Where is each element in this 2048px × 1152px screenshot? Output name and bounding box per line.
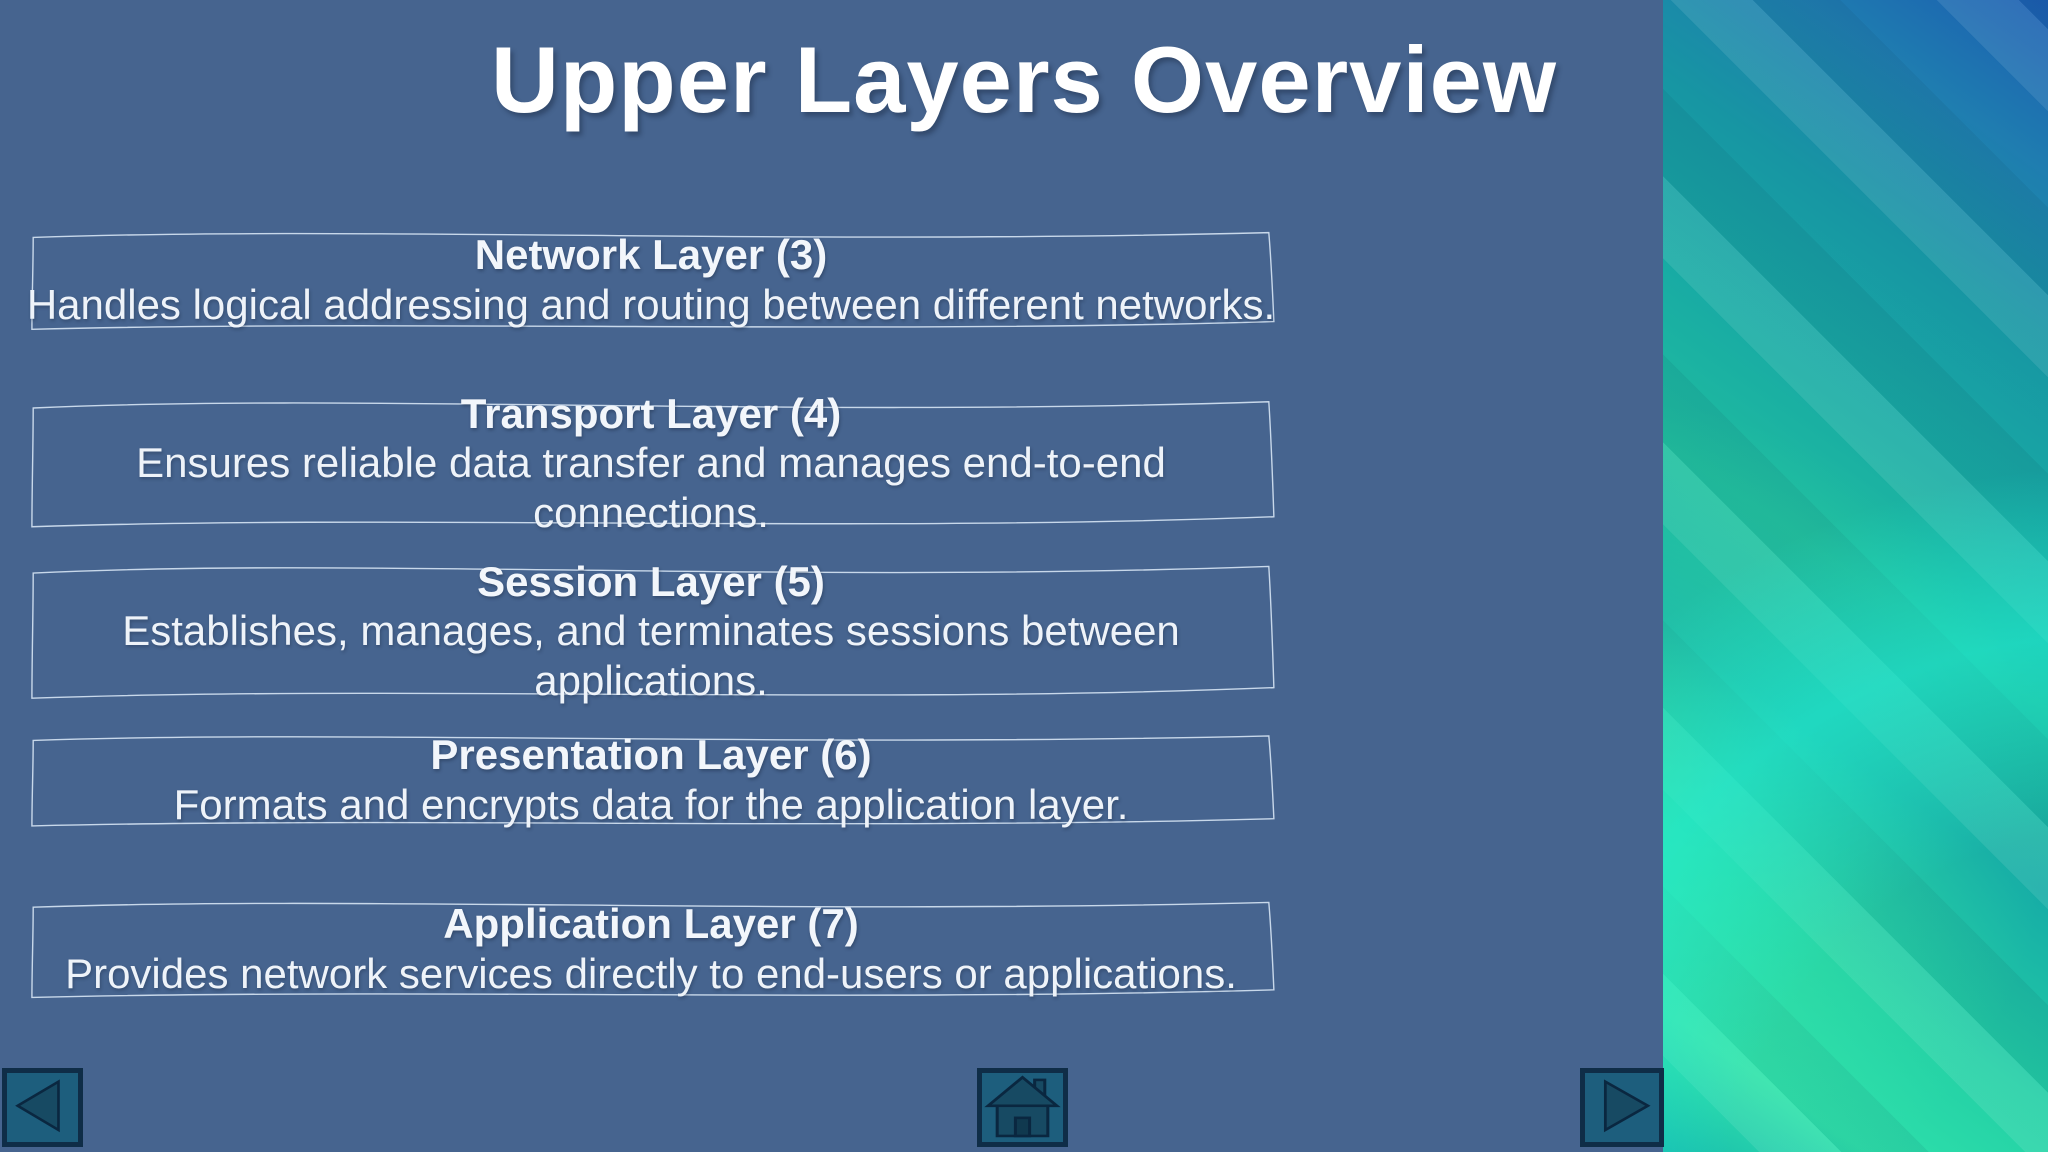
layer-description: Establishes, manages, and terminates ses…	[122, 606, 1180, 705]
layer-heading: Transport Layer (4)	[460, 389, 842, 437]
description-line: Handles logical addressing and routing b…	[26, 281, 1276, 328]
wave-border	[18, 892, 1284, 1006]
wave-border	[18, 222, 1284, 338]
layer-box: Network Layer (3) Handles logical addres…	[18, 222, 1284, 338]
wave-border	[18, 726, 1284, 834]
wave-border	[18, 552, 1284, 710]
layer-heading: Presentation Layer (6)	[430, 731, 872, 779]
previous-slide-button[interactable]	[2, 1068, 83, 1147]
layer-description: Provides network services directly to en…	[65, 949, 1237, 999]
description-line: applications.	[534, 656, 768, 704]
layer-box: Session Layer (5) Establishes, manages, …	[18, 552, 1284, 710]
abstract-gradient-image	[1663, 0, 2048, 1152]
description-line: Formats and encrypts data for the applic…	[173, 781, 1129, 828]
layer-description: Handles logical addressing and routing b…	[27, 280, 1275, 330]
description-line: Ensures reliable data transfer and manag…	[136, 439, 1166, 487]
home-button[interactable]	[977, 1068, 1068, 1147]
right-arrow-icon	[1603, 1079, 1651, 1133]
layer-box: Presentation Layer (6) Formats and encry…	[18, 726, 1284, 834]
next-slide-button[interactable]	[1580, 1068, 1664, 1147]
layer-heading: Application Layer (7)	[443, 900, 859, 948]
layer-boxes: Network Layer (3) Handles logical addres…	[18, 0, 1284, 1152]
description-line: Provides network services directly to en…	[65, 950, 1237, 997]
home-icon	[984, 1075, 1061, 1138]
description-line: connections.	[533, 488, 769, 536]
description-line: Establishes, manages, and terminates ses…	[122, 607, 1180, 655]
layer-box: Transport Layer (4) Ensures reliable dat…	[18, 388, 1284, 538]
layer-heading: Session Layer (5)	[477, 557, 825, 605]
left-arrow-icon	[15, 1079, 60, 1133]
layer-heading: Network Layer (3)	[474, 231, 828, 279]
layer-description: Formats and encrypts data for the applic…	[174, 780, 1129, 830]
slide-title: Upper Layers Overview	[491, 27, 1557, 132]
wave-border	[18, 388, 1284, 538]
layer-box: Application Layer (7) Provides network s…	[18, 892, 1284, 1006]
layer-description: Ensures reliable data transfer and manag…	[136, 438, 1166, 537]
